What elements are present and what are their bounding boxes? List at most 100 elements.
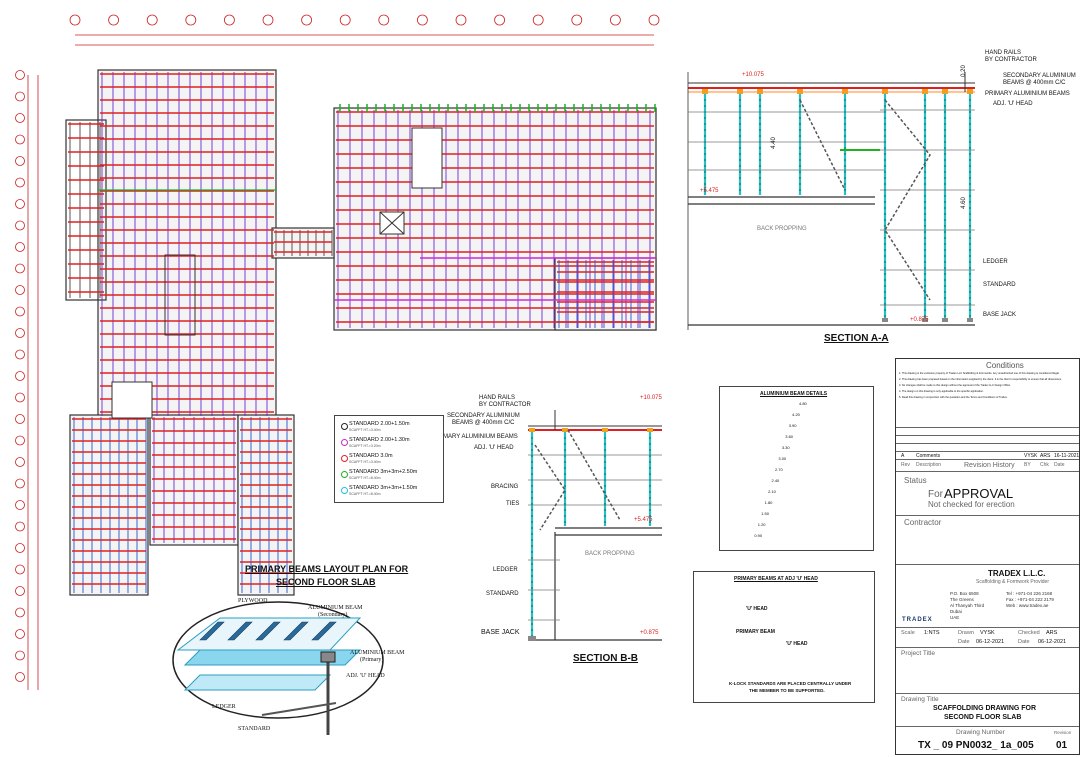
grid-bubble <box>262 14 274 26</box>
detail-alu-primary-sub: (Primary) <box>360 657 384 663</box>
grid-bubble <box>339 14 351 26</box>
sec-b-hand-rails-label: HAND RAILS <box>479 395 516 401</box>
rev-header-desc: Description <box>916 462 942 468</box>
plan-title-line-1: PRIMARY BEAMS LAYOUT PLAN FOR <box>245 564 409 574</box>
grid-bubble <box>185 14 197 26</box>
detail-alu-secondary-sub: (Secondary) <box>318 612 348 618</box>
condition-2: 2. This drawing has been prepared based … <box>899 378 1062 381</box>
sec-b-secondary-beams-label: SECONDARY ALUMINIUM <box>447 413 520 419</box>
grid-bubble <box>15 113 25 123</box>
section-b-b <box>528 410 662 641</box>
grid-bubble <box>15 199 25 209</box>
sec-a-dim-3: 4.60 <box>960 197 967 209</box>
u-head-detail-panel: PRIMARY BEAMS AT ADJ 'U' HEAD 'U' HEAD P… <box>693 571 875 703</box>
sec-b-level-bottom: +0.875 <box>640 630 659 636</box>
grid-dimension-top <box>69 14 660 46</box>
contact-line: Fax : +971-04 222 2179 <box>1006 597 1054 602</box>
revision-value: 01 <box>1056 740 1068 751</box>
grid-bubble <box>15 435 25 446</box>
status-approval: APPROVAL <box>944 486 1014 501</box>
beam-length-label: 1.20 <box>757 522 766 527</box>
condition-5: 5. Read this drawing in conjunction with… <box>899 396 1008 399</box>
legend-label: STANDARD 3m+3m+1.50m <box>349 485 418 491</box>
date-checked-label: Date <box>1018 639 1030 645</box>
rev-header-by: BY <box>1024 462 1031 468</box>
sec-b-ties-label: TIES <box>506 501 520 507</box>
legend-label: STANDARD 2.00+1.30m <box>349 437 410 443</box>
grid-bubble <box>15 220 25 231</box>
sec-a-level-bottom: +0.875 <box>910 317 929 323</box>
sec-a-adj-u-head-label: ADJ. 'U' HEAD <box>993 101 1033 107</box>
condition-1: 1. This drawing is the exclusive propert… <box>899 372 1060 375</box>
grid-bubble <box>301 14 313 26</box>
legend-label: STANDARD 3m+3m+2.50m <box>349 469 418 475</box>
grid-bubble <box>15 457 25 467</box>
condition-3: 3. No changes shall be made to this desi… <box>899 384 1011 387</box>
title-block: Conditions 1. This drawing is the exclus… <box>895 358 1080 755</box>
sec-b-level-mid: +5.475 <box>634 517 653 523</box>
project-title-label: Project Title <box>901 650 935 657</box>
grid-bubble <box>15 328 25 338</box>
grid-bubble <box>416 14 428 26</box>
grid-bubble <box>571 14 583 26</box>
rev-header-chk: Chk <box>1040 462 1049 468</box>
address-line: Al Thanyah Third <box>950 603 985 608</box>
beam-details-title: ALUMINIUM BEAM DETAILS <box>760 391 828 397</box>
sec-b-by-contractor-label: BY CONTRACTOR <box>479 402 531 408</box>
u-head-note-2: THE MEMBER TO BE SUPPORTED. <box>749 688 825 693</box>
drawn-value: VYSK <box>980 630 995 636</box>
grid-bubble <box>15 650 25 661</box>
beam-length-label: 1.50 <box>761 511 769 516</box>
address-line: P.O. Box 6508 <box>950 591 979 596</box>
sec-b-standard-label: STANDARD <box>486 591 519 597</box>
legend-marker <box>341 471 348 478</box>
grid-bubble <box>15 285 25 295</box>
sec-a-hand-rails-label: HAND RAILS <box>985 50 1022 56</box>
grid-bubble <box>15 263 25 274</box>
grid-bubble <box>223 14 235 26</box>
drawing-title-label: Drawing Title <box>901 696 939 703</box>
primary-beam-label: PRIMARY BEAM <box>736 629 775 635</box>
sec-b-bracing-label: BRACING <box>491 484 519 490</box>
beam-length-label: 3.90 <box>788 423 797 428</box>
legend-item: STANDARD 2.00+1.30m SCAFFT HT.=3.20m <box>339 436 439 450</box>
grid-bubble <box>532 14 544 26</box>
detail-alu-primary-label: ALUMINIUM BEAM <box>350 650 405 656</box>
legend-sublabel: SCAFFT HT.=8.40m <box>349 476 381 480</box>
date-checked-value: 06-12-2021 <box>1038 639 1067 645</box>
company-subtitle: Scaffolding & Formwork Provider <box>976 579 1049 585</box>
revision-label: Revision <box>1054 730 1072 735</box>
drawn-label: Drawn <box>958 630 974 636</box>
address-line: UAE <box>950 615 960 620</box>
status-label: Status <box>904 476 927 485</box>
grid-bubble <box>15 586 25 596</box>
grid-bubble <box>15 242 25 252</box>
detail-adj-u-head-label: ADJ. 'U' HEAD <box>346 673 385 679</box>
grid-bubble <box>15 500 25 510</box>
grid-bubble <box>15 564 25 575</box>
sec-a-dim-1: 0.20 <box>960 65 967 77</box>
beam-length-label: 0.90 <box>754 533 763 538</box>
legend-marker <box>341 455 348 462</box>
legend-sublabel: SCAFFT HT.=8.40m <box>349 492 381 496</box>
sec-a-primary-beams-label: PRIMARY ALUMINIUM BEAMS <box>985 91 1070 97</box>
legend-label: STANDARD 2.00+1.50m <box>349 421 410 427</box>
sec-a-base-jack-label: BASE JACK <box>983 312 1017 318</box>
section-b-b-title: SECTION B-B <box>573 653 638 664</box>
beam-length-label: 4.80 <box>799 401 807 406</box>
conditions-title: Conditions <box>986 361 1024 370</box>
grid-bubble <box>15 629 25 639</box>
status-for: For <box>928 489 943 500</box>
scale-label: Scale <box>901 630 915 636</box>
sec-b-ledger-label: LEDGER <box>493 567 518 573</box>
sec-b-back-propping-label: BACK PROPPING <box>585 551 635 557</box>
sec-a-back-propping-label: BACK PROPPING <box>757 226 807 232</box>
beam-length-label: 3.60 <box>785 434 794 439</box>
grid-bubble <box>648 14 660 26</box>
condition-4: 4. The design on this drawing is only ap… <box>899 390 984 393</box>
checked-label: Checked <box>1018 630 1040 636</box>
date-drawn-label: Date <box>958 639 970 645</box>
scale-value: 1:NTS <box>924 630 940 636</box>
rev-row-desc: Comments <box>916 453 941 459</box>
grid-bubble <box>455 14 467 26</box>
